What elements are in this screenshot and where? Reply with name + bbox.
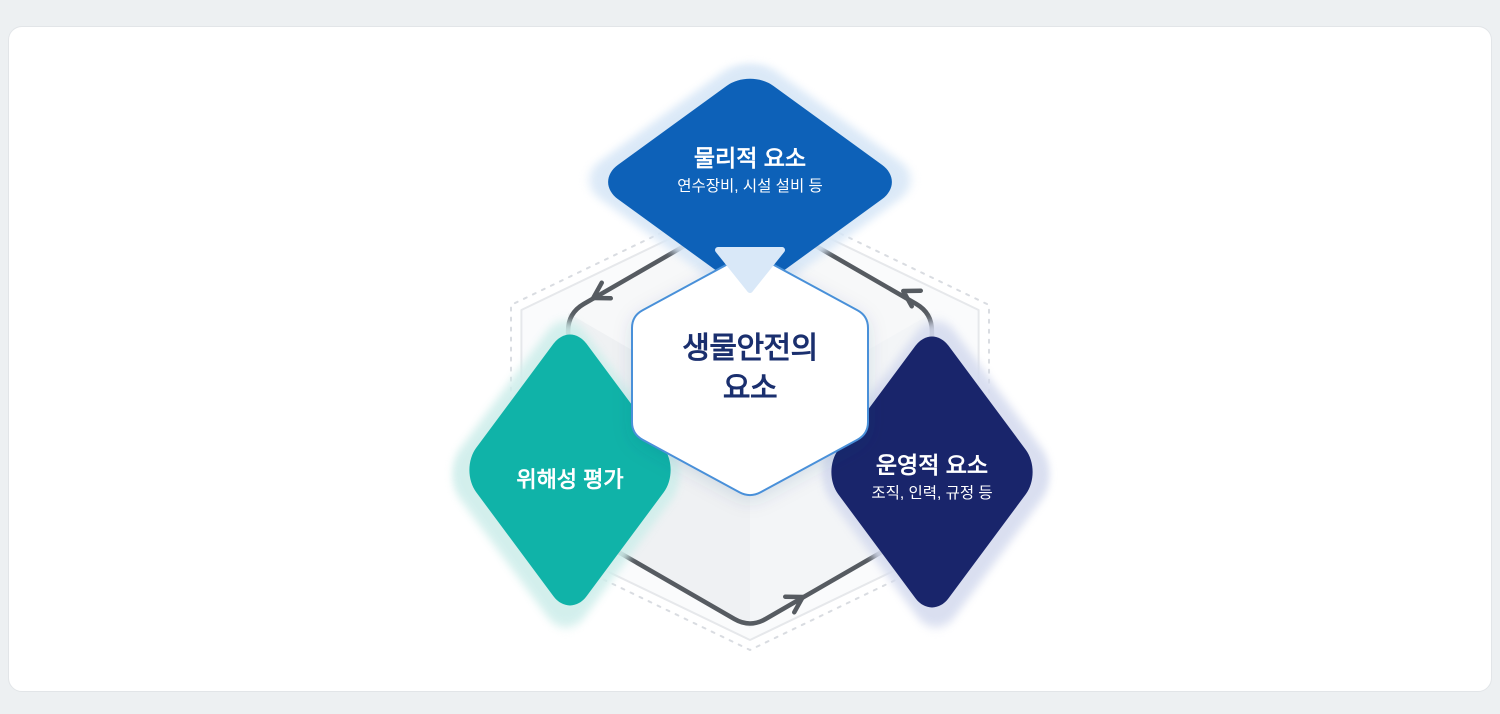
arrowhead-right-icon — [901, 288, 924, 309]
node-operational-shape — [831, 336, 1033, 608]
node-physical-shape — [608, 78, 892, 286]
top-node-tip — [715, 247, 785, 293]
center-hexagon — [631, 253, 869, 497]
arrowhead-left-icon — [591, 280, 614, 301]
dashed-hexagon-outline — [510, 189, 990, 651]
node-risk-shape — [469, 334, 671, 606]
arrowhead-bottom-icon — [782, 594, 805, 615]
